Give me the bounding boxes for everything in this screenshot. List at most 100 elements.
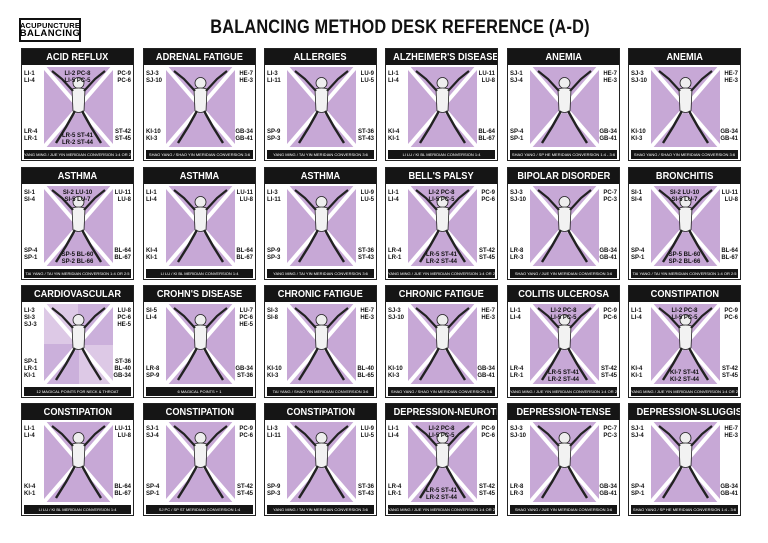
acupoint-label: BL-64 xyxy=(721,248,738,254)
acupoint-label: GB-41 xyxy=(720,491,738,497)
acupoint-label: PC-9 xyxy=(481,190,495,196)
card-footer: YANG MING / TAI YIN MERIDIAN CONVERSION … xyxy=(267,505,374,514)
body-figure xyxy=(408,304,477,384)
acupoint-label: PC-9 xyxy=(481,426,495,432)
acupoint-label: HE-3 xyxy=(481,315,495,321)
acupoint-label: LR-1 xyxy=(24,366,38,372)
acupoint-label: LI-1 xyxy=(388,426,399,432)
acupoint-label: SJ-10 xyxy=(146,78,163,84)
acupoint-label: PC-6 xyxy=(239,315,253,321)
acupoint-label: KI-7 ST-41 xyxy=(669,370,699,376)
card-footer: SHAO YANG / SP HE MERIDIAN CONVERSION 1:… xyxy=(510,150,617,159)
card-title-text: ALLERGIES xyxy=(294,51,347,63)
acupoint-label: BL-64 xyxy=(236,248,253,254)
body-figure xyxy=(44,422,113,502)
acupoint-label: PC-6 xyxy=(481,433,495,439)
body-figure xyxy=(44,304,113,384)
acupoint-label: ST-42 xyxy=(600,366,617,372)
card-footer: SHAO YANG / SHAO YIN MERIDIAN CONVERSION… xyxy=(388,387,495,396)
card-title: ALLERGIES xyxy=(265,49,376,65)
acupoint-label: PC-3 xyxy=(603,433,617,439)
acupoint-label: LI-4 xyxy=(24,433,35,439)
acupoint-label: SI-1 xyxy=(24,190,36,196)
body-figure xyxy=(287,186,356,266)
acupoint-label: KI-4 xyxy=(631,366,643,372)
card-title-text: CONSTIPATION xyxy=(165,406,234,418)
acupoint-label: SP-3 xyxy=(267,491,281,497)
acupoint-label: LU-11 xyxy=(478,71,495,77)
acupoint-label: LI-4 xyxy=(388,433,399,439)
body-figure xyxy=(530,67,599,147)
acupoint-label: GB-41 xyxy=(599,491,617,497)
card-title-text: DEPRESSION-TENSE xyxy=(516,406,611,418)
card-title: DEPRESSION-TENSE xyxy=(508,404,619,420)
acupoint-label: KI-1 xyxy=(24,491,36,497)
acupoint-label: LU-11 xyxy=(236,190,253,196)
acupoint-label: SI-5 LU-7 xyxy=(64,197,91,203)
acupoint-label: LR-5 ST-41 xyxy=(425,252,457,258)
acupoint-label: LR-1 xyxy=(510,373,524,379)
card-title: ANEMIA xyxy=(629,49,740,65)
card-title-text: CROHN'S DISEASE xyxy=(156,288,243,300)
acupoint-label: SJ-3 xyxy=(146,71,159,77)
card-footer: SHAO YANG / SHAO YIN MERIDIAN CONVERSION… xyxy=(146,150,253,159)
acupoint-label: LI-1 xyxy=(388,71,399,77)
acupoint-label: HE-3 xyxy=(724,78,738,84)
acupoint-label: SJ-4 xyxy=(510,78,523,84)
acupoint-label: LU-9 xyxy=(360,426,374,432)
acupoint-label: PC-6 xyxy=(239,433,253,439)
card-footer: YANG MING / JUE YIN MERIDIAN CONVERSION … xyxy=(388,505,495,514)
acupoint-label: PC-9 xyxy=(239,426,253,432)
acupoint-label: SP-2 BL-66 xyxy=(61,259,94,265)
acupoint-label: LI-2 PC-8 xyxy=(671,308,698,314)
acupoint-label: LI-4 xyxy=(146,315,157,321)
acupoint-label: PC-7 xyxy=(603,426,617,432)
acupoint-label: LI-5 PC-5 xyxy=(428,433,455,439)
acupoint-label: GB-34 xyxy=(599,484,617,490)
acupoint-label: KI-3 xyxy=(267,373,279,379)
acupoint-label: LR-5 ST-41 xyxy=(61,133,93,139)
acupoint-label: LU-5 xyxy=(360,433,374,439)
acupoint-label: SP-1 xyxy=(24,255,38,261)
acupoint-label: HE-7 xyxy=(239,71,253,77)
acupoint-label: SI-8 xyxy=(267,315,279,321)
card-title-text: CHRONIC FATIGUE xyxy=(277,288,364,300)
acupoint-label: LI-4 xyxy=(146,197,157,203)
acupoint-label: HE-7 xyxy=(724,71,738,77)
card-footer: SJ PC / SP ST MERIDIAN CONVERSION 1:4 xyxy=(146,505,253,514)
acupoint-label: SP-1 xyxy=(631,255,645,261)
